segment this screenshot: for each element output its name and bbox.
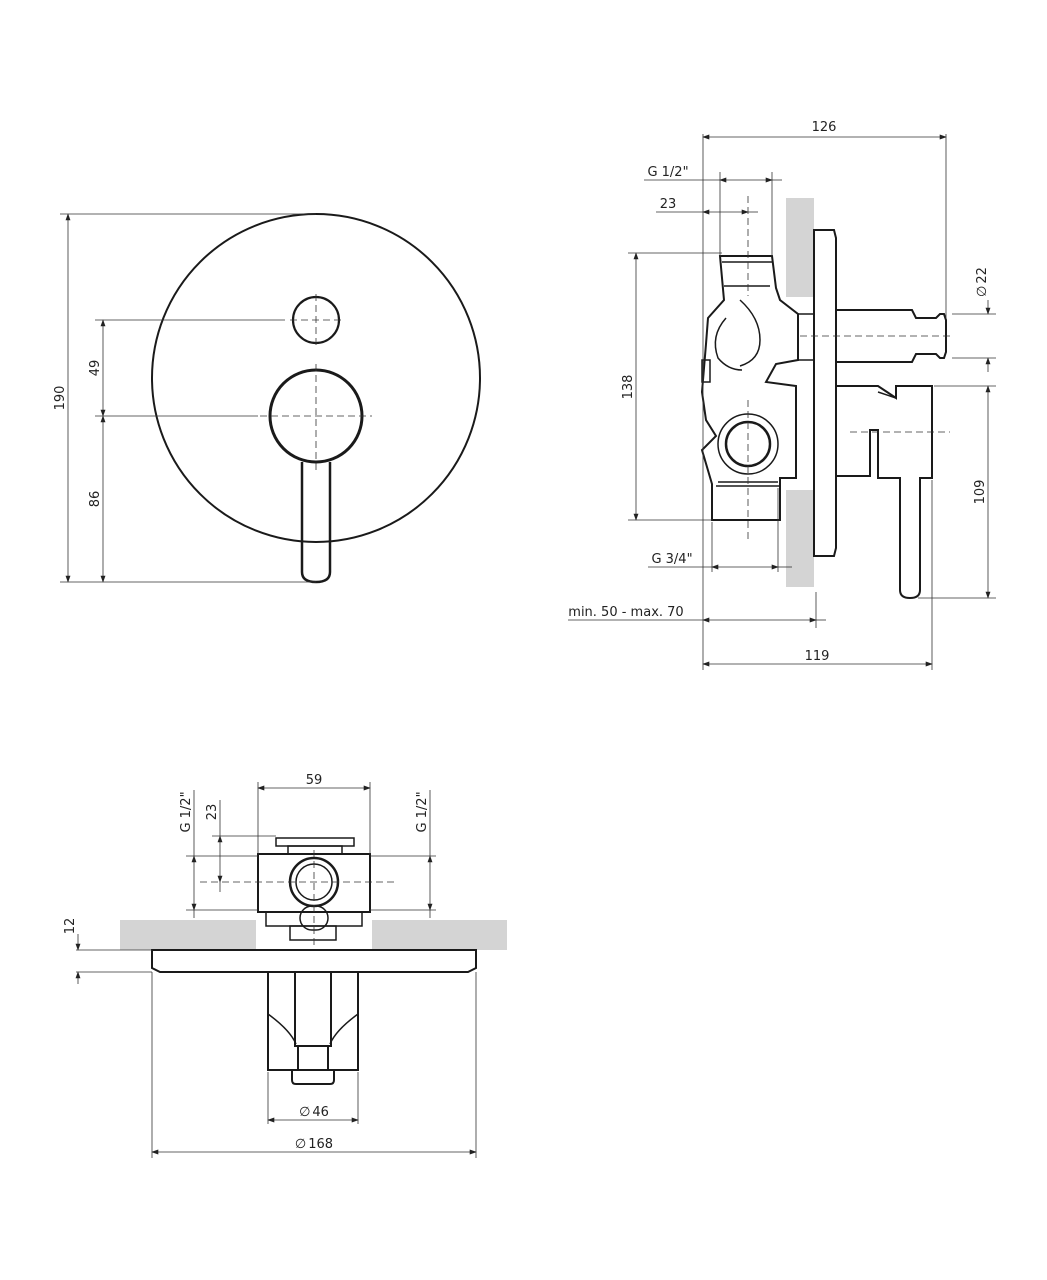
dim-12: 12 xyxy=(63,918,78,935)
dim-g12-side: G 1/2" xyxy=(647,165,688,180)
side-valve-body xyxy=(700,255,799,521)
dim-dia-22-side: ∅22 xyxy=(975,267,990,297)
top-handle-base xyxy=(267,971,359,1071)
dim-109: 109 xyxy=(973,480,988,505)
side-wall-lower xyxy=(786,490,814,587)
side-view: 126 G 1/2" 23 138 ∅22 109 G 3/4" min. 50… xyxy=(568,120,996,670)
dim-86: 86 xyxy=(88,491,103,508)
dim-23-top: 23 xyxy=(205,804,220,821)
side-wall-upper xyxy=(786,198,814,297)
front-view: 190 49 86 xyxy=(53,213,481,584)
top-wall-left xyxy=(120,920,256,950)
top-view: 59 G 1/2" 23 G 1/2" 12 ∅46 ∅168 xyxy=(63,773,507,1158)
top-lever xyxy=(294,971,332,1047)
dim-59: 59 xyxy=(306,773,323,788)
dim-49: 49 xyxy=(88,360,103,377)
top-wall-right xyxy=(372,920,507,950)
dim-g12-top-right: G 1/2" xyxy=(415,791,430,832)
dim-wall-range: min. 50 - max. 70 xyxy=(568,605,683,620)
dim-23-side: 23 xyxy=(660,197,677,212)
dim-190: 190 xyxy=(53,386,68,411)
dim-dia-168: ∅168 xyxy=(295,1137,333,1152)
dim-138: 138 xyxy=(621,375,636,400)
dim-126: 126 xyxy=(812,120,837,135)
side-handle xyxy=(836,385,933,600)
side-cover-plate xyxy=(813,229,837,557)
dim-119: 119 xyxy=(805,649,830,664)
front-lever xyxy=(300,462,332,584)
dim-g34: G 3/4" xyxy=(651,552,692,567)
dim-g12-top-left: G 1/2" xyxy=(179,791,194,832)
dim-dia-46: ∅46 xyxy=(299,1105,329,1120)
top-cover-plate xyxy=(151,949,477,973)
